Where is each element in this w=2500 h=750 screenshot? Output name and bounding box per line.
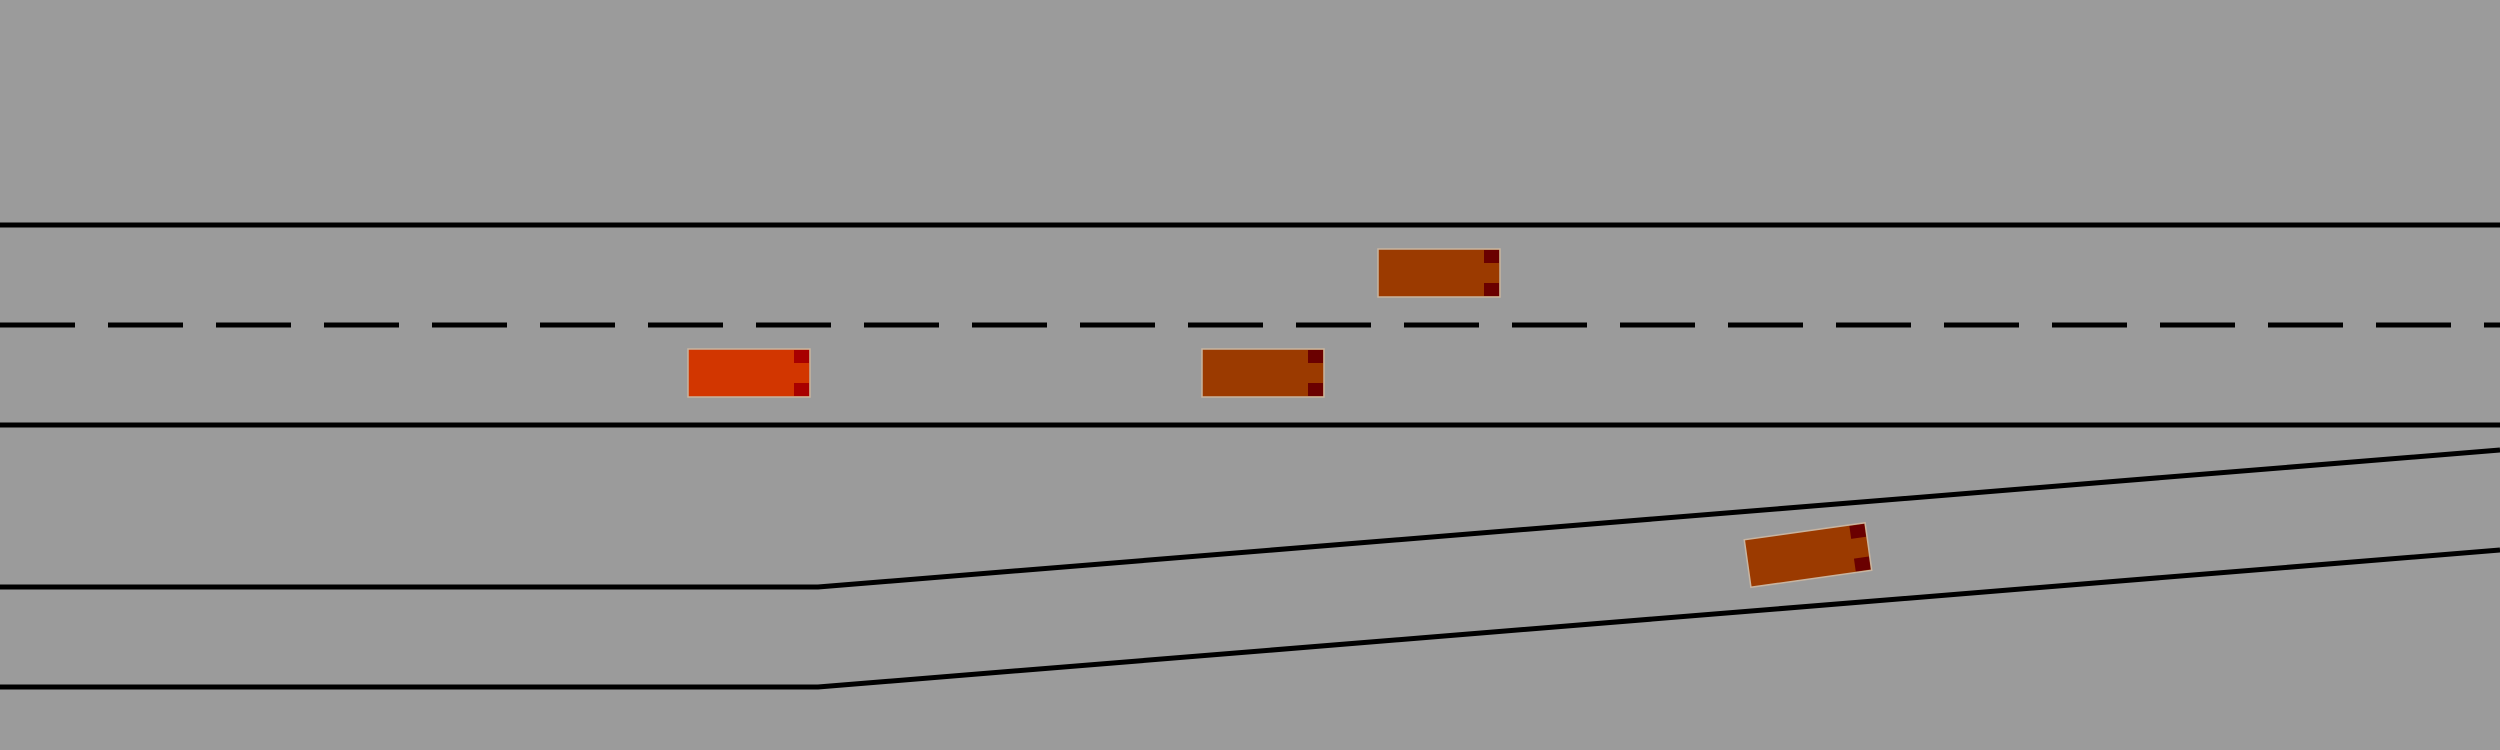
vehicle-lane-1-headlight-right bbox=[1484, 283, 1499, 296]
vehicle-ramp-headlight-left bbox=[1849, 523, 1867, 539]
main-road bbox=[0, 222, 2500, 428]
merge-ramp-upper-edge bbox=[0, 447, 2500, 590]
ego-vehicle bbox=[687, 348, 811, 398]
vehicle-lane-1 bbox=[1377, 248, 1501, 298]
vehicle-ramp-headlight-right bbox=[1853, 556, 1871, 572]
ego-vehicle-body bbox=[687, 348, 811, 398]
merge-ramp-lower-edge bbox=[0, 547, 2500, 690]
vehicle-lane-2-headlight-left bbox=[1308, 350, 1323, 363]
ego-vehicle-headlight-left bbox=[794, 350, 809, 363]
vehicle-ramp-body bbox=[1743, 521, 1873, 589]
vehicle-ramp bbox=[1743, 521, 1873, 589]
vehicle-lane-1-headlight-left bbox=[1484, 250, 1499, 263]
merge-ramp bbox=[0, 447, 2500, 690]
vehicle-lane-1-body bbox=[1377, 248, 1501, 298]
vehicle-lane-2-headlight-right bbox=[1308, 383, 1323, 396]
ego-vehicle-headlight-right bbox=[794, 383, 809, 396]
vehicle-lane-2-body bbox=[1201, 348, 1325, 398]
vehicle-lane-2 bbox=[1201, 348, 1325, 398]
